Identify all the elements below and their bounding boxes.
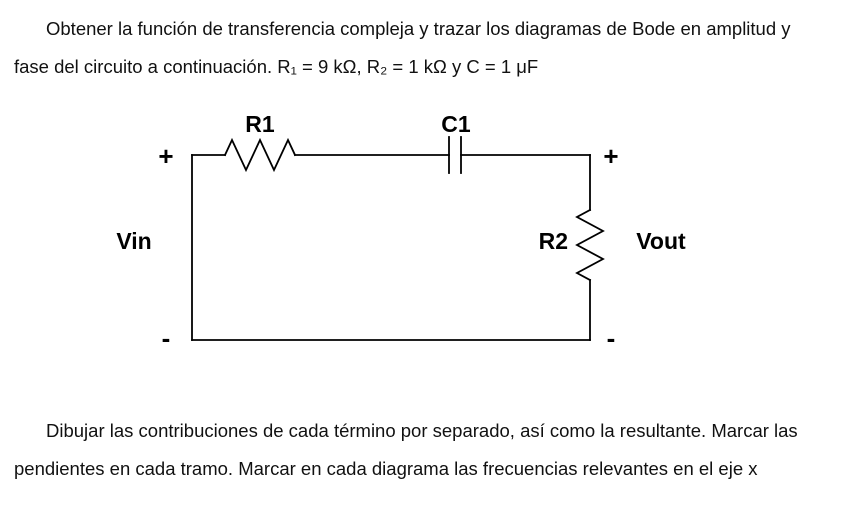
resistor-r1-label: R1 bbox=[245, 111, 275, 137]
vin-plus-sign: + bbox=[158, 141, 173, 171]
instructions-line-2: pendientes en cada tramo. Marcar en cada… bbox=[14, 458, 758, 479]
vin-minus-sign: - bbox=[162, 323, 171, 353]
resistor-r1 bbox=[223, 137, 297, 173]
resistor-r2 bbox=[575, 208, 605, 282]
problem-statement-line-1: Obtener la función de transferencia comp… bbox=[46, 18, 791, 39]
resistor-r2-label: R2 bbox=[539, 228, 568, 254]
instructions-line-1: Dibujar las contribuciones de cada térmi… bbox=[46, 420, 798, 441]
instructions: Dibujar las contribuciones de cada térmi… bbox=[14, 412, 859, 488]
problem-statement-line-2: fase del circuito a continuación. R₁ = 9… bbox=[14, 56, 539, 77]
vout-label: Vout bbox=[636, 228, 686, 254]
vin-label: Vin bbox=[116, 228, 151, 254]
problem-statement: Obtener la función de transferencia comp… bbox=[14, 10, 859, 86]
vout-minus-sign: - bbox=[607, 323, 616, 353]
capacitor-c1-label: C1 bbox=[441, 111, 471, 137]
vout-plus-sign: + bbox=[603, 141, 618, 171]
